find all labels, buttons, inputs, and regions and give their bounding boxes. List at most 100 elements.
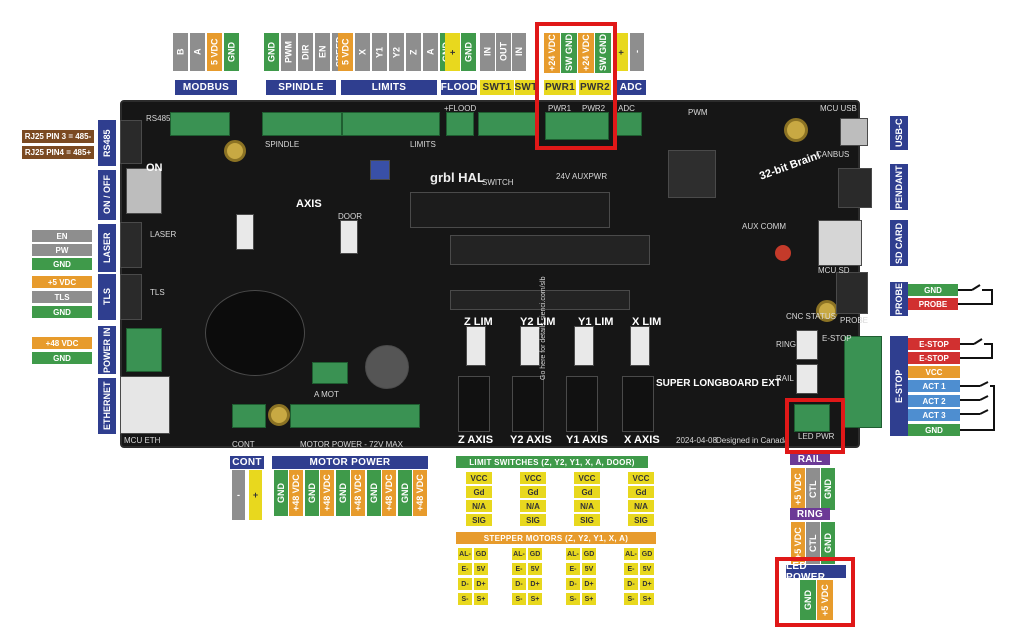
st3-l2: D-: [566, 578, 580, 590]
motor-power-terminal: [290, 404, 420, 428]
ls4-gd: Gd: [628, 486, 654, 498]
adc-pin-minus: -: [630, 33, 644, 71]
pwr2-header: PWR2: [579, 80, 611, 95]
st1-r2: D+: [474, 578, 488, 590]
estop-pin-2: E-STOP: [908, 352, 960, 364]
adc-header: ADC: [616, 80, 646, 95]
ring-header: [796, 330, 818, 360]
spindle-pin-pwm: PWM: [281, 33, 296, 71]
rj25-pin4-label: RJ25 PIN4 = 485+: [22, 146, 94, 159]
probe-pin-probe: PROBE: [908, 298, 958, 310]
board-label-canbus: CANBUS: [816, 150, 850, 159]
tls-jack: [120, 274, 142, 320]
ls4-sig: SIG: [628, 514, 654, 526]
board-label-rail: RAIL: [776, 374, 794, 383]
swt2-pin-in: IN: [512, 33, 526, 71]
st1-l2: D-: [458, 578, 472, 590]
board-label-pwr1: PWR1: [548, 104, 572, 113]
board-label-limits: LIMITS: [410, 140, 436, 149]
power-pin-48v: +48 VDC: [32, 337, 92, 349]
st2-l3: S-: [512, 593, 526, 605]
limits-pin-z: Z: [406, 33, 421, 71]
y2-lim-connector: [520, 326, 540, 366]
swt1-header: SWT1: [480, 80, 514, 95]
amot-terminal: [312, 362, 348, 384]
probe-jack: [836, 272, 868, 314]
st2-r1: 5V: [528, 563, 542, 575]
board-label-brand: grbl HAL: [430, 170, 485, 185]
mp-pin-6: GND: [367, 470, 381, 516]
power-in-terminal: [126, 328, 162, 372]
pwr-highlight-box: [535, 22, 617, 150]
limits-pin-a: A: [423, 33, 438, 71]
modbus-pin-5vdc: 5 VDC: [207, 33, 222, 71]
flood-terminal: [446, 112, 474, 136]
st1-l0: AL-: [458, 548, 472, 560]
modbus-pin-b: B: [173, 33, 188, 71]
modbus-header: MODBUS: [175, 80, 237, 95]
limits-terminal: [342, 112, 440, 136]
board-label-ledpwr: LED PWR: [798, 432, 835, 441]
st2-r3: S+: [528, 593, 542, 605]
board-label-y1lim: Y1 LIM: [578, 316, 614, 328]
power-in-side-label: POWER IN: [98, 326, 116, 374]
tls-pin-5vdc: +5 VDC: [32, 276, 92, 288]
power-pin-gnd: GND: [32, 352, 92, 364]
mp-pin-9: +48 VDC: [413, 470, 427, 516]
limits-pin-y2: Y2: [389, 33, 404, 71]
pwr1-header: PWR1: [544, 80, 576, 95]
ls1-gd: Gd: [466, 486, 492, 498]
mp-pin-4: GND: [336, 470, 350, 516]
board-label-zaxis: Z AXIS: [458, 434, 494, 446]
flood-header: FLOOD: [440, 80, 478, 95]
board-label-canada: Designed in Canada: [716, 436, 789, 445]
ls2-vcc: VCC: [520, 472, 546, 484]
board-label-pwm: PWM: [688, 108, 708, 117]
board-label-y2axis: Y2 AXIS: [510, 434, 552, 446]
cont-pin-plus: +: [249, 470, 262, 520]
status-led: [775, 245, 791, 261]
ls1-sig: SIG: [466, 514, 492, 526]
led-power-highlight-box: [775, 557, 855, 627]
pwr-terminal: [545, 112, 609, 140]
board-label-y1axis: Y1 AXIS: [566, 434, 608, 446]
limits-header: LIMITS: [341, 80, 437, 95]
ls1-na: N/A: [466, 500, 492, 512]
limits-pin-x: X: [355, 33, 370, 71]
board-label-mcueth: MCU ETH: [124, 436, 161, 445]
board-label-date: 2024-04-08: [676, 436, 717, 445]
rail-pin-ctl: CTL: [806, 468, 820, 510]
laser-pin-pw: PW: [32, 244, 92, 256]
estop-pin-1: E-STOP: [908, 338, 960, 350]
tls-pin-gnd: GND: [32, 306, 92, 318]
y1-lim-connector: [574, 326, 594, 366]
ls3-na: N/A: [574, 500, 600, 512]
st4-l3: S-: [624, 593, 638, 605]
rail-header: RAIL: [790, 453, 830, 465]
st3-l1: E-: [566, 563, 580, 575]
ls3-gd: Gd: [574, 486, 600, 498]
board-label-super: SUPER LONGBOARD EXT: [656, 378, 782, 389]
board-label-estop: E-STOP: [822, 334, 852, 343]
mcu-chip: [668, 150, 716, 198]
estop-pin-gnd: GND: [908, 424, 960, 436]
mp-pin-5: +48 VDC: [351, 470, 365, 516]
board-label-adc: ADC: [618, 104, 635, 113]
ls3-sig: SIG: [574, 514, 600, 526]
rs485-side-label: RS485: [98, 120, 116, 166]
board-label-cncstatus: CNC STATUS: [786, 312, 836, 321]
board-label-laser: LASER: [150, 230, 177, 239]
board-label-cont: CONT: [232, 440, 255, 449]
limits-pin-y1: Y1: [372, 33, 387, 71]
st4-l1: E-: [624, 563, 638, 575]
ls2-na: N/A: [520, 500, 546, 512]
driver-row: [450, 235, 650, 265]
st1-r0: GD: [474, 548, 488, 560]
st2-r0: GD: [528, 548, 542, 560]
st2-r2: D+: [528, 578, 542, 590]
board-label-ring: RING: [776, 340, 796, 349]
modbus-pin-gnd: GND: [224, 33, 239, 71]
reset-switch: [370, 160, 390, 180]
spindle-pin-en: EN: [315, 33, 330, 71]
modbus-pin-a: A: [190, 33, 205, 71]
